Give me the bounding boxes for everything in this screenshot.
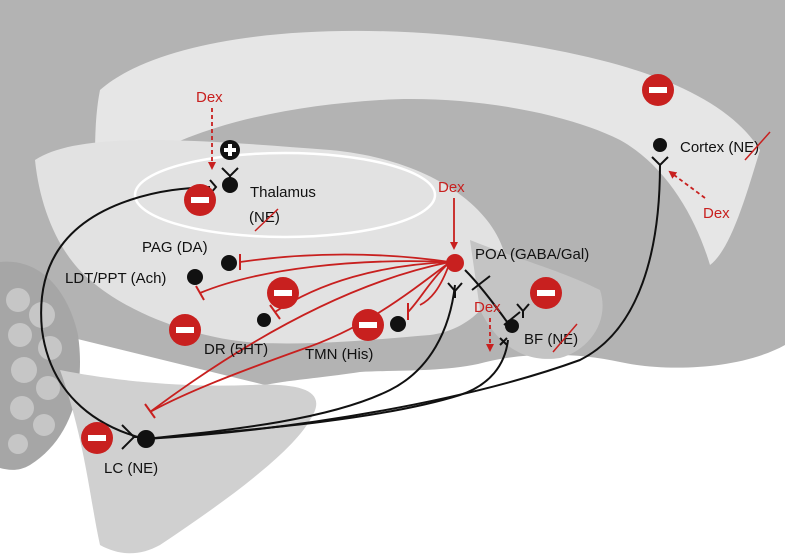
dex-labels: Dex Dex Dex Dex	[196, 89, 730, 316]
poa-to-tmn-branch	[419, 261, 451, 306]
cortex-label: Cortex (NE)	[680, 139, 759, 156]
poa-nucleus	[446, 254, 464, 272]
minus-icon	[642, 74, 674, 106]
bf-to-poa-path	[464, 269, 511, 327]
inhibitory-terminals	[144, 254, 409, 419]
inhibitory-pathways	[149, 253, 451, 413]
poa-to-ldt-path	[199, 260, 451, 294]
minus-icon	[352, 309, 384, 341]
thalamus-label: Thalamus	[250, 184, 316, 201]
tmn-label: TMN (His)	[305, 346, 373, 363]
thalamus-ne-strike	[254, 208, 279, 232]
tmn-nucleus	[390, 316, 406, 332]
dr-label: DR (5HT)	[204, 341, 268, 358]
cortex-ne-strike	[744, 131, 771, 161]
minus-icon	[267, 277, 299, 309]
dr-nucleus	[257, 313, 271, 327]
minus-icon	[184, 184, 216, 216]
bf-lc-synapse	[499, 337, 508, 346]
nuclei	[137, 138, 667, 448]
plus-icon	[220, 140, 240, 160]
poa-to-lc-path-b	[149, 261, 451, 413]
ldt-label: LDT/PPT (Ach)	[65, 270, 166, 287]
cortex-synapse	[651, 156, 669, 167]
bf-nucleus	[505, 319, 519, 333]
excitatory-pathways	[40, 164, 661, 450]
lc-label: LC (NE)	[104, 460, 158, 477]
thalamus-outline	[133, 151, 437, 239]
dr-terminal	[269, 304, 281, 320]
ldt-nucleus	[187, 269, 203, 285]
lc-terminal	[144, 403, 156, 419]
bf-label: BF (NE)	[524, 331, 578, 348]
minus-icon	[530, 277, 562, 309]
lc-to-bf-path	[144, 339, 509, 440]
pag-label: PAG (DA)	[142, 239, 208, 256]
lc-to-poa-path	[144, 284, 456, 440]
minus-icon	[81, 422, 113, 454]
pag-nucleus	[221, 255, 237, 271]
dex-bf-label: Dex	[474, 299, 501, 316]
dex-poa-label: Dex	[438, 179, 465, 196]
thalamus-ne-label: (NE)	[249, 209, 280, 226]
dex-thalamus-label: Dex	[196, 89, 223, 106]
bf-ne-strike	[552, 323, 578, 353]
thalamus-nucleus	[222, 177, 238, 193]
inhibition-badges	[81, 74, 674, 454]
dex-arrows	[208, 108, 706, 352]
dex-cortex-arrow	[668, 170, 706, 199]
bf-synapse	[516, 303, 530, 318]
poa-label: POA (GABA/Gal)	[475, 246, 589, 263]
cortex-nucleus	[653, 138, 667, 152]
corpus-callosum-shape	[95, 30, 761, 265]
region-labels: Thalamus (NE) Cortex (NE) POA (GABA/Gal)…	[65, 131, 771, 477]
lc-nucleus	[137, 430, 155, 448]
diencephalon-shape	[35, 140, 505, 344]
poa-strike	[471, 275, 491, 291]
lc-to-thalamus-path	[40, 186, 211, 440]
dex-cortex-label: Dex	[703, 205, 730, 222]
poa-synapse	[447, 282, 463, 298]
poa-to-pag-path	[239, 253, 451, 263]
ldt-terminal	[195, 285, 205, 301]
brainstem-shape	[60, 370, 317, 554]
poa-to-lc-path-a	[149, 261, 451, 413]
minus-icon	[169, 314, 201, 346]
